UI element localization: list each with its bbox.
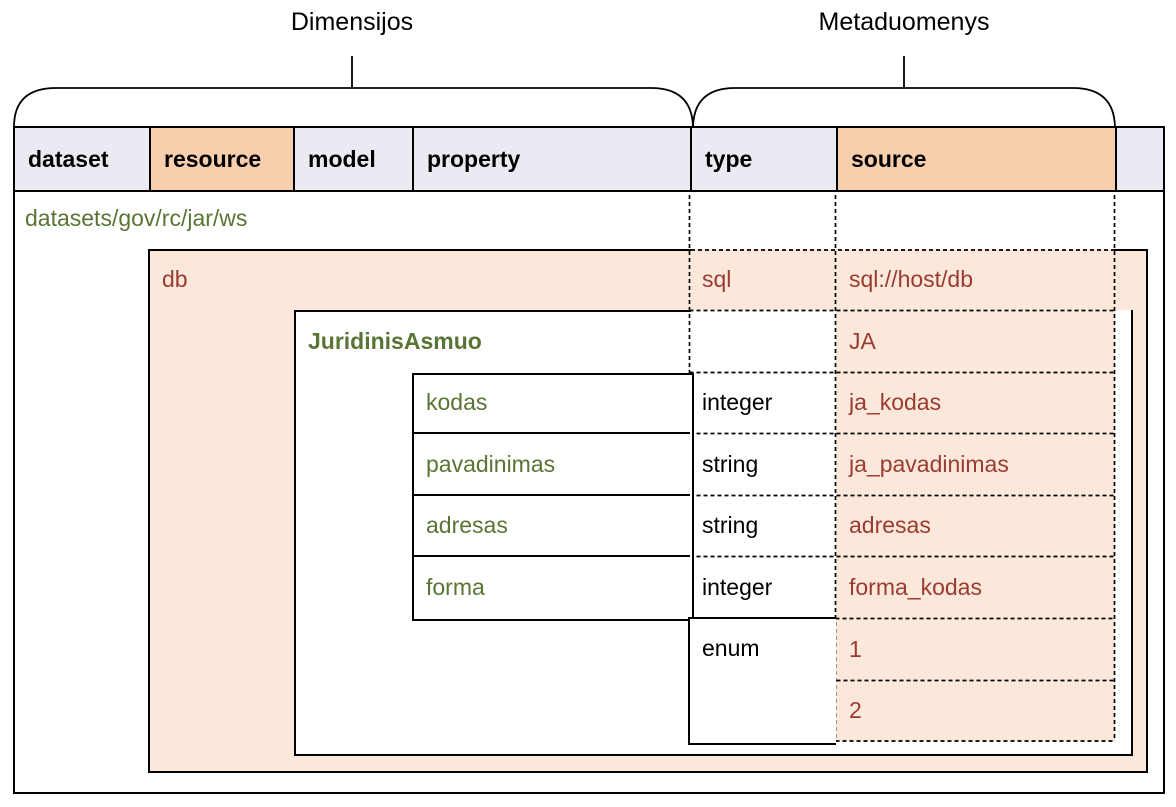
property-box: [412, 373, 694, 621]
source-cell-enum-2: 2: [836, 680, 1115, 741]
model-box-border-left: [294, 310, 296, 756]
header-source: source: [838, 128, 1117, 190]
header-property: property: [414, 128, 692, 190]
resource-name: db: [162, 266, 188, 292]
property-type-forma: integer: [702, 573, 773, 600]
model-box-border-top: [294, 310, 691, 312]
property-separator-3: [412, 555, 690, 557]
property-type-kodas: integer: [702, 389, 773, 415]
resource-box-border-left: [148, 249, 150, 773]
header-dataset: dataset: [15, 128, 151, 190]
column-header-row: dataset resource model property type sou…: [13, 126, 1165, 192]
property-type-pavadinimas: string: [702, 450, 759, 477]
header-resource: resource: [151, 128, 295, 190]
property-type-adresas: string: [702, 512, 759, 538]
source-cell-adresas: adresas: [836, 495, 1115, 556]
metadata-label: Metaduomenys: [818, 8, 990, 36]
resource-box-border-top-left: [148, 249, 691, 251]
header-model: model: [295, 128, 414, 190]
source-cell-kodas: ja_kodas: [836, 372, 1115, 433]
resource-box-border-top-right: [1114, 249, 1148, 251]
model-box-border-bottom: [294, 754, 1133, 756]
property-name-pavadinimas: pavadinimas: [426, 450, 556, 477]
property-name-adresas: adresas: [426, 512, 508, 538]
resource-box-border-bottom: [148, 771, 1148, 773]
source-cell-pavadinimas: ja_pavadinimas: [836, 433, 1115, 495]
source-cell-forma: forma_kodas: [836, 556, 1115, 618]
dataset-path: datasets/gov/rc/jar/ws: [25, 205, 248, 231]
header-type: type: [692, 128, 838, 190]
model-name: JuridinisAsmuo: [308, 327, 482, 354]
resource-type: sql: [702, 266, 732, 292]
property-name-kodas: kodas: [426, 389, 488, 415]
dimensions-label: Dimensijos: [290, 8, 414, 36]
source-cell-model: JA: [836, 310, 1115, 372]
metadata-brace: [692, 87, 1116, 128]
model-box-border-right: [1131, 310, 1133, 756]
resource-box-border-right: [1146, 249, 1148, 773]
source-cell-enum-1: 1: [836, 618, 1115, 680]
property-name-forma: forma: [426, 573, 485, 600]
property-separator-1: [412, 432, 690, 434]
enum-type-label: enum: [702, 635, 760, 661]
property-separator-2: [412, 494, 690, 496]
resource-source: sql://host/db: [849, 266, 974, 292]
header-blank: [1117, 128, 1163, 190]
dimensions-brace: [13, 87, 694, 128]
